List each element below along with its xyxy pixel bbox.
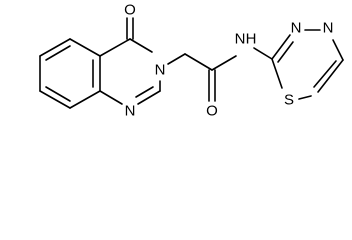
bond (332, 39, 344, 61)
sulfur-atom: S (284, 92, 294, 109)
bond (271, 34, 291, 60)
acetamide-chain (167, 47, 273, 102)
bond (271, 58, 283, 89)
bond (39, 38, 71, 57)
nitrogen-atom-thiadiazole-4: N (323, 20, 334, 37)
nitrogen-atom-n3: N (155, 62, 166, 79)
nitrogen-atom-amide: N (235, 31, 246, 48)
bond (298, 95, 312, 100)
double-bond-inner (277, 41, 294, 63)
bond (317, 59, 344, 93)
hydrogen-atom-amide: H (246, 31, 257, 48)
atom-labels: O N N O N H S N N (124, 2, 333, 120)
thiadiazole-ring (271, 29, 344, 100)
double-bond-inner (45, 45, 71, 61)
bond (69, 90, 101, 109)
bond (211, 55, 237, 71)
double-bond-inner (45, 86, 71, 102)
benzene-ring (39, 38, 101, 109)
bond (69, 38, 101, 57)
bond (184, 53, 213, 71)
chemical-structure-diagram: O N N O N H S N N (39, 2, 344, 120)
double-bond-inner (135, 86, 154, 98)
nitrogen-atom-n1: N (125, 103, 136, 120)
oxygen-atom-ketone: O (124, 2, 136, 19)
pyrimidinone-ring (99, 17, 161, 105)
bond (167, 53, 186, 65)
double-bond-inner (313, 60, 337, 88)
bond (39, 90, 71, 109)
bond (99, 90, 123, 105)
bond (253, 47, 273, 60)
nitrogen-atom-thiadiazole-3: N (291, 20, 302, 37)
oxygen-atom-amide: O (206, 103, 218, 120)
bond (137, 90, 161, 105)
bond (129, 38, 153, 53)
bond (99, 38, 131, 57)
